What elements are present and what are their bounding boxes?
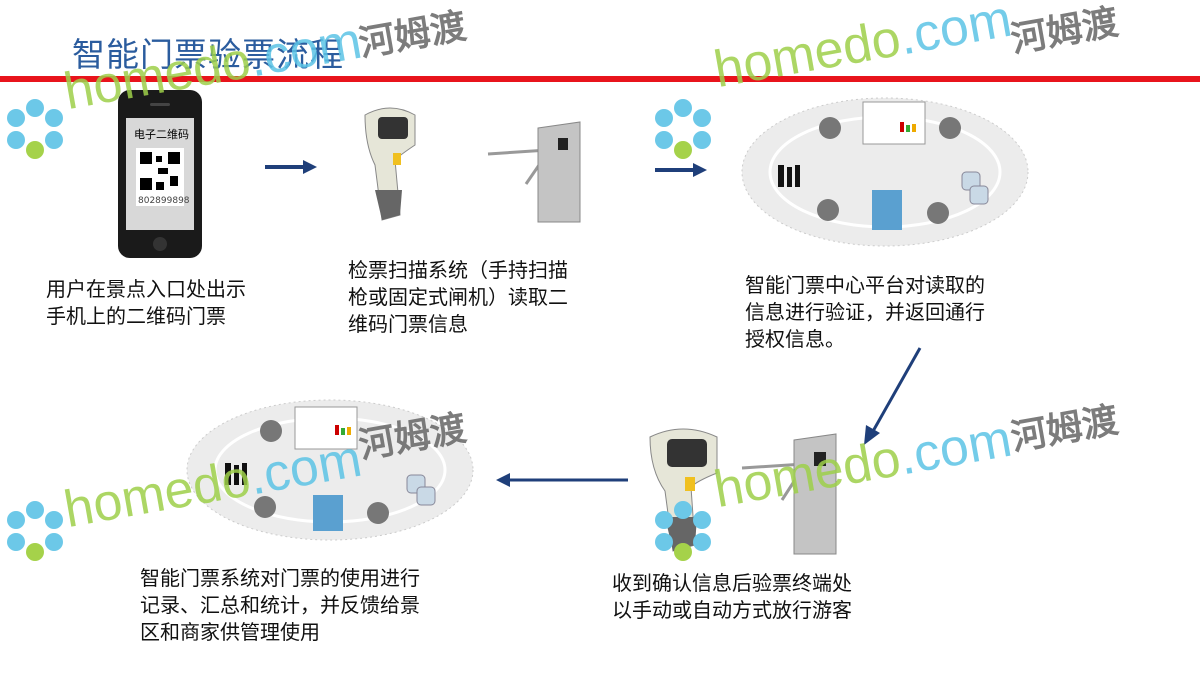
step-4-description: 收到确认信息后验票终端处 以手动或自动方式放行游客 bbox=[612, 570, 852, 624]
flower-logo-icon bbox=[655, 99, 711, 159]
terminal-scanner-image bbox=[649, 428, 718, 552]
terminal-turnstile-image bbox=[741, 433, 837, 555]
smartphone-image bbox=[118, 90, 202, 258]
page-title: 智能门票验票流程 bbox=[72, 35, 344, 74]
flower-logo-icon bbox=[655, 501, 711, 561]
watermark-logo: homedo.com bbox=[709, 0, 1016, 100]
text-line: 记录、汇总和统计，并反馈给景 bbox=[140, 593, 420, 617]
arrow-right-icon bbox=[265, 160, 317, 174]
text-line: 信息进行验证，并返回通行 bbox=[745, 300, 985, 324]
text-line: 枪或固定式闸机）读取二 bbox=[348, 285, 568, 309]
ticket-system-platform-image bbox=[186, 399, 474, 541]
watermark-logo: 河姆渡 bbox=[1007, 399, 1122, 460]
text-line: 收到确认信息后验票终端处 bbox=[612, 571, 852, 595]
text-line: 维码门票信息 bbox=[348, 312, 468, 336]
flower-logo-icon bbox=[7, 99, 63, 159]
text-line: 区和商家供管理使用 bbox=[140, 620, 320, 644]
step-1-description: 用户在景点入口处出示 手机上的二维码门票 bbox=[46, 276, 246, 330]
flower-logo-icon bbox=[7, 501, 63, 561]
watermark-logo: 河姆渡 bbox=[355, 5, 470, 66]
text-line: 授权信息。 bbox=[745, 327, 845, 351]
arrow-right-icon bbox=[655, 163, 707, 177]
step-5-description: 智能门票系统对门票的使用进行 记录、汇总和统计，并反馈给景 区和商家供管理使用 bbox=[140, 565, 420, 646]
text-line: 手机上的二维码门票 bbox=[46, 304, 226, 328]
text-line: 智能门票系统对门票的使用进行 bbox=[140, 566, 420, 590]
arrow-left-icon bbox=[496, 473, 628, 487]
turnstile-gate-image bbox=[487, 121, 581, 223]
ticket-center-platform-image bbox=[741, 97, 1029, 247]
text-line: 检票扫描系统（手持扫描 bbox=[348, 258, 568, 282]
arrow-down-left-icon bbox=[864, 347, 922, 445]
text-line: 以手动或自动方式放行游客 bbox=[612, 598, 852, 622]
text-line: 智能门票中心平台对读取的 bbox=[745, 273, 985, 297]
phone-screen-label: 电子二维码 bbox=[134, 128, 189, 141]
barcode-scanner-image bbox=[364, 107, 416, 221]
text-line: 用户在景点入口处出示 bbox=[46, 277, 246, 301]
step-3-description: 智能门票中心平台对读取的 信息进行验证，并返回通行 授权信息。 bbox=[745, 272, 985, 353]
title-divider bbox=[0, 76, 1200, 82]
step-2-description: 检票扫描系统（手持扫描 枪或固定式闸机）读取二 维码门票信息 bbox=[348, 257, 568, 338]
ticket-code-number: 802899898 bbox=[138, 196, 190, 206]
watermark-logo: 河姆渡 bbox=[1007, 1, 1122, 62]
